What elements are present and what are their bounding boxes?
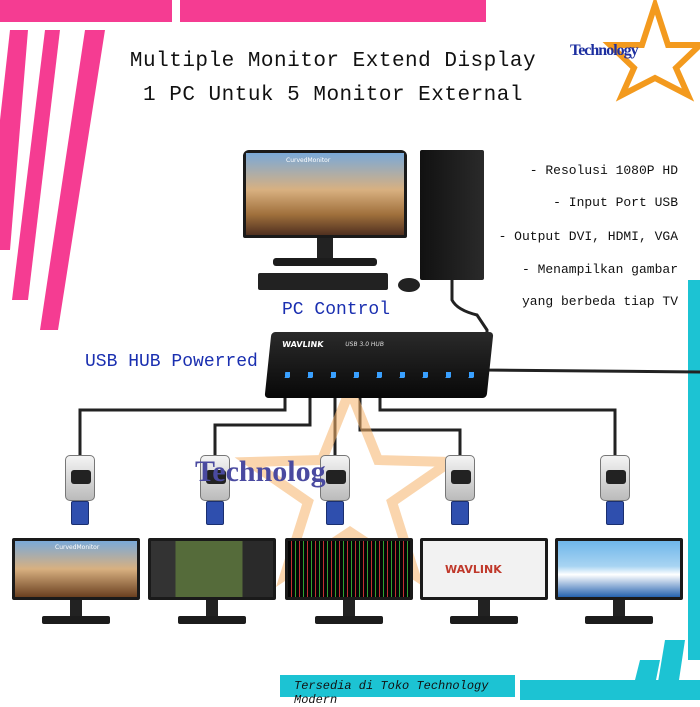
feature-5: yang berbeda tiap TV bbox=[521, 294, 678, 309]
feature-2: - Input Port USB bbox=[553, 195, 678, 210]
vga-adapter bbox=[320, 455, 350, 525]
hub-model: USB 3.0 HUB bbox=[344, 341, 385, 348]
watermark-text: Technolog bbox=[195, 455, 326, 488]
monitor-5 bbox=[555, 538, 683, 630]
monitor-3 bbox=[285, 538, 413, 630]
monitor-4: WAVLINK bbox=[420, 538, 548, 630]
title-line-2: 1 PC Untuk 5 Monitor External bbox=[143, 84, 523, 107]
monitor-brand: CurvedMonitor bbox=[55, 544, 100, 551]
hub-brand: WAVLINK bbox=[281, 340, 324, 349]
pc-tower bbox=[420, 150, 484, 280]
watermark-star-icon bbox=[234, 376, 466, 587]
star-icon bbox=[602, 0, 700, 102]
vga-adapter bbox=[445, 455, 475, 525]
logo-text: Technology bbox=[570, 42, 639, 59]
keyboard bbox=[258, 273, 388, 290]
vga-adapter bbox=[600, 455, 630, 525]
pc-monitor: CurvedMonitor bbox=[243, 150, 407, 270]
usb-hub-label: USB HUB Powerred bbox=[85, 352, 258, 372]
monitor-1: CurvedMonitor bbox=[12, 538, 140, 630]
mouse bbox=[398, 278, 420, 292]
title-line-1: Multiple Monitor Extend Display bbox=[129, 50, 537, 73]
pc-monitor-brand: CurvedMonitor bbox=[286, 157, 331, 164]
feature-1: - Resolusi 1080P HD bbox=[529, 163, 678, 178]
feature-3: - Output DVI, HDMI, VGA bbox=[498, 229, 678, 244]
pc-control-label: PC Control bbox=[282, 300, 391, 320]
monitor-brand: WAVLINK bbox=[445, 563, 502, 576]
vga-adapter bbox=[200, 455, 230, 525]
footer-banner: Tersedia di Toko Technology Modern bbox=[280, 675, 515, 707]
feature-4: - Menampilkan gambar bbox=[521, 262, 678, 277]
monitor-2 bbox=[148, 538, 276, 630]
usb-hub: WAVLINK USB 3.0 HUB bbox=[264, 332, 494, 398]
pink-stripes bbox=[0, 0, 486, 330]
cyan-stripes bbox=[520, 280, 700, 700]
vga-adapter bbox=[65, 455, 95, 525]
